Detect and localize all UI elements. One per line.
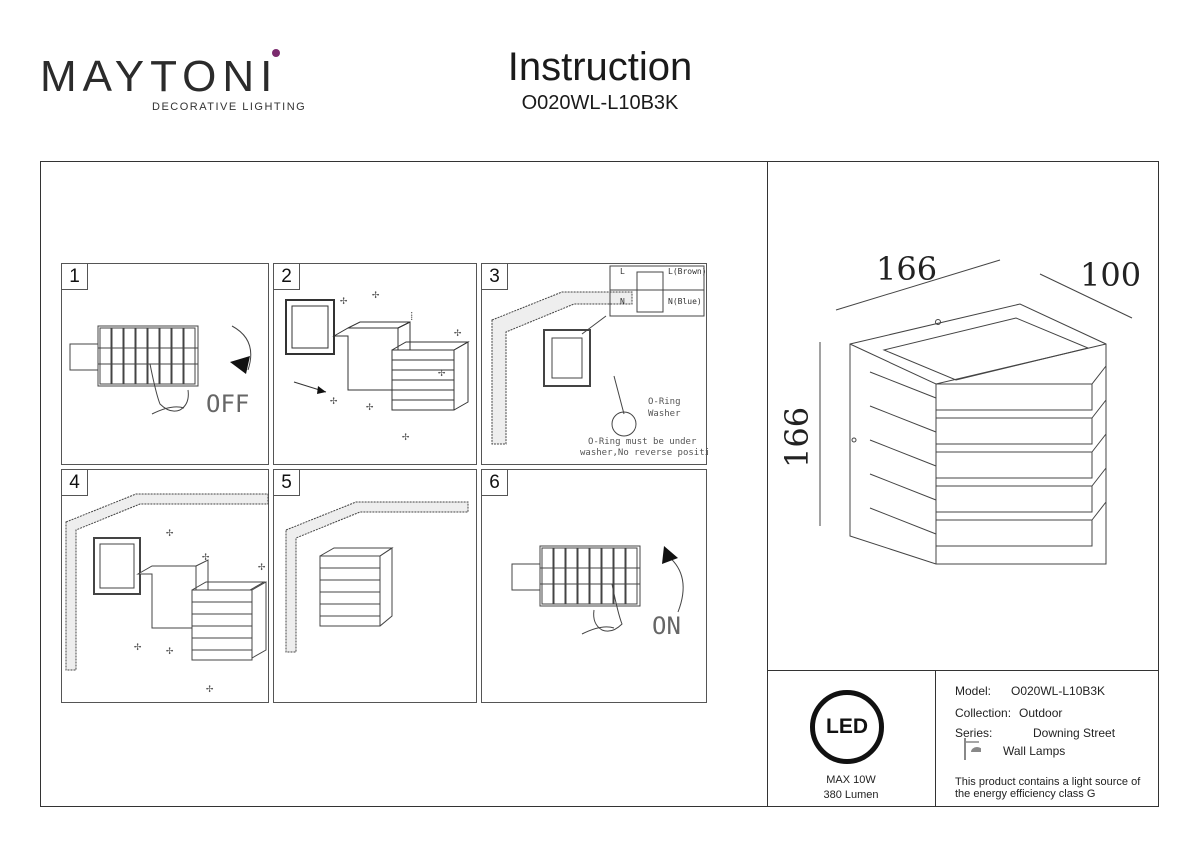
on-label: ON [652,612,681,640]
svg-text:✢: ✢ [402,429,410,443]
assembly-illustration: ✢ ✢ ✢ ✢ ✢ ✢ [65,493,269,695]
series-value: Downing Street [1033,726,1116,740]
svg-text:✢: ✢ [454,325,462,339]
led-block: LED MAX 10W 380 Lumen [768,672,934,806]
dim-depth: 100 [1080,256,1142,294]
svg-text:✢: ✢ [330,393,338,407]
svg-text:✢: ✢ [166,525,174,539]
svg-text:✢: ✢ [438,365,446,379]
svg-text:✢: ✢ [340,293,348,307]
brand-tagline: DECORATIVE LIGHTING [152,101,307,113]
page-model: O020WL-L10B3K [521,92,679,114]
breaker-on-illustration: ON [511,545,684,640]
step-number: 3 [482,264,508,290]
logo-dot-icon [272,49,280,57]
svg-text:✢: ✢ [166,643,174,657]
installed-illustration [285,501,469,653]
step-number: 2 [274,264,300,290]
collection-label: Collection: [955,706,1012,720]
step-number: 5 [274,470,300,496]
energy-note: This product contains a light source of … [955,776,1141,800]
step-panel-6: 6 ON [481,469,707,703]
step-panel-2: 2 ✢ ✢ ⁞ ✢ ✢ ✢ ✢ ✢ [273,263,477,465]
step-number: 6 [482,470,508,496]
dim-width: 166 [876,250,938,288]
svg-text:✢: ✢ [134,639,142,653]
lamp-dimension-illustration [819,259,1133,565]
model-label: Model: [955,684,992,698]
step-panel-3: 3 L N L(Brown) N(Blue) O-Ring Washer O-R… [481,263,708,465]
dim-height: 166 [778,406,816,468]
note-line-1: O-Ring must be under [588,437,697,447]
step-panel-4: 4 ✢ ✢ ✢ ✢ ✢ ✢ [61,469,269,703]
svg-text:✢: ✢ [258,559,266,573]
divider-horizontal [767,670,1159,671]
off-label: OFF [206,390,249,418]
breaker-off-illustration: OFF [69,325,252,418]
oring-label: O-Ring [648,397,681,407]
note-line-2: washer,No reverse position [580,448,708,458]
step-number: 1 [62,264,88,290]
led-badge: LED [810,690,884,764]
svg-text:⁞: ⁞ [410,309,413,323]
wiring-illustration: L N L(Brown) N(Blue) O-Ring Washer O-Rin… [491,265,708,458]
divider-vertical [767,161,768,807]
svg-text:✢: ✢ [372,287,380,301]
svg-text:✢: ✢ [202,549,210,563]
step-panel-5: 5 [273,469,477,703]
mount-illustration: ✢ ✢ ⁞ ✢ ✢ ✢ ✢ ✢ [285,287,470,443]
model-value: O020WL-L10B3K [1011,684,1106,698]
series-label: Series: [955,726,993,740]
led-lumen: 380 Lumen [823,789,879,801]
collection-value: Outdoor [1019,706,1063,720]
wire-brown-label: L(Brown) [668,267,707,276]
instruction-frame [40,161,1159,807]
page-title: Instruction [507,45,693,89]
led-power: MAX 10W [826,774,876,786]
brand-name: MAYTONI [40,52,279,101]
terminal-n: N [620,297,625,306]
type-value: Wall Lamps [1003,744,1066,758]
svg-text:✢: ✢ [366,399,374,413]
terminal-l: L [620,267,625,276]
washer-label: Washer [648,409,681,419]
divider-info [935,670,936,807]
step-panel-1: 1 OFF [61,263,269,465]
step-number: 4 [62,470,88,496]
wire-blue-label: N(Blue) [668,297,702,306]
svg-text:✢: ✢ [206,681,214,695]
wall-lamp-icon [964,738,983,760]
brand-logo: MAYTONI DECORATIVE LIGHTING [40,49,307,113]
